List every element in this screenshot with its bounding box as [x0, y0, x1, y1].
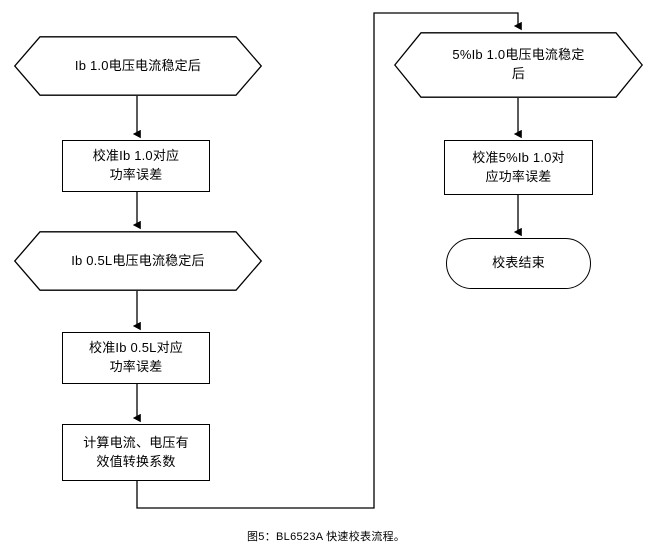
hexagon-shape	[14, 36, 262, 96]
node-label: Ib 0.5L电压电流稳定后	[71, 252, 205, 268]
node-label: 校准Ib 1.0对应 功率误差	[92, 148, 180, 182]
figure-caption: 图5：BL6523A 快速校表流程。	[247, 531, 406, 543]
node-label: 计算电流、电压有 效值转换系数	[83, 434, 189, 469]
node-calibration-end[interactable]: 校表结束	[446, 238, 591, 289]
hexagon-shape	[14, 231, 262, 291]
node-label: 5%Ib 1.0电压电流稳定 后	[452, 47, 585, 81]
node-label: 校表结束	[492, 255, 545, 271]
node-compute-rms-coeff[interactable]: 计算电流、电压有 效值转换系数	[62, 424, 210, 481]
node-ib-0-5l-stable[interactable]: Ib 0.5L电压电流稳定后	[14, 231, 262, 291]
node-pct5-ib-1-0-stable[interactable]: 5%Ib 1.0电压电流稳定 后	[394, 32, 643, 98]
node-calibrate-ib-0-5l[interactable]: 校准Ib 0.5L对应 功率误差	[62, 332, 210, 384]
node-ib-1-0-stable[interactable]: Ib 1.0电压电流稳定后	[14, 36, 262, 96]
edge-compute-to-5pct-wrap	[136, 12, 522, 509]
node-label: Ib 1.0电压电流稳定后	[74, 57, 202, 73]
node-label: 校准Ib 0.5L对应 功率误差	[89, 340, 183, 374]
node-calibrate-5pct-ib-1-0[interactable]: 校准5%Ib 1.0对 应功率误差	[444, 140, 593, 195]
hexagon-shape	[394, 32, 643, 98]
node-calibrate-ib-1-0[interactable]: 校准Ib 1.0对应 功率误差	[62, 140, 210, 192]
node-label: 校准5%Ib 1.0对 应功率误差	[472, 149, 565, 184]
